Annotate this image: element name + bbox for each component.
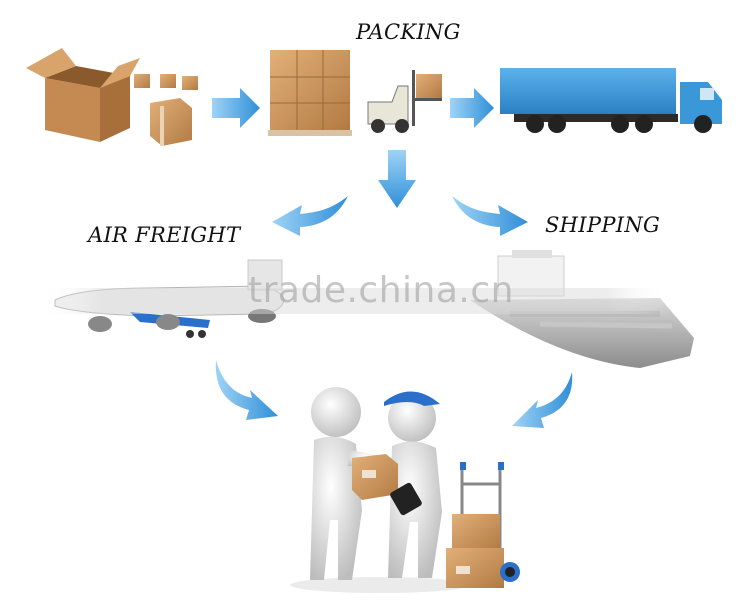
air-freight-label: AIR FREIGHT [88, 223, 241, 247]
arrow-curve-icon [512, 372, 573, 428]
arrow-curve-icon [272, 196, 348, 236]
arrow-down-icon [378, 150, 416, 208]
arrow-curve-icon [215, 360, 278, 420]
truck-icon [500, 68, 722, 133]
box-icon [26, 48, 198, 146]
watermark: trade.china.cn [248, 270, 514, 311]
shipping-label: SHIPPING [545, 213, 661, 237]
arrow-right-icon [212, 88, 260, 128]
hand-truck-icon [446, 462, 520, 588]
blur-band [40, 288, 670, 314]
delivery-people-icon [290, 387, 470, 593]
arrow-curve-icon [452, 196, 528, 236]
forklift-icon [367, 70, 442, 133]
pallet-icon [268, 50, 352, 136]
packing-label: PACKING [356, 20, 461, 44]
arrow-right-icon [450, 88, 494, 128]
